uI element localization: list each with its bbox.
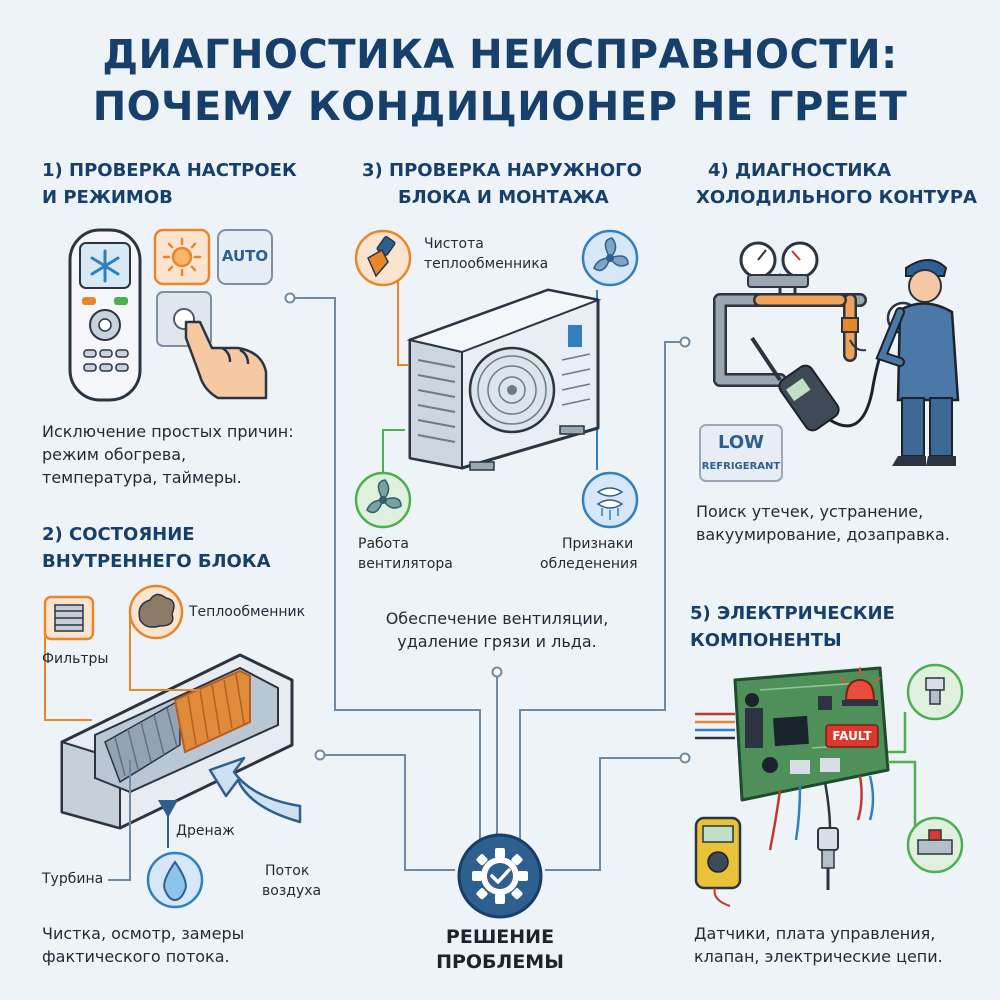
- label-clean-line2: теплообменника: [424, 256, 549, 272]
- section2-desc-line1: Чистка, осмотр, замеры: [42, 924, 245, 943]
- connector-dot: [679, 336, 691, 348]
- label-fan-line1: Работа: [358, 536, 409, 552]
- pointer-turbine: [108, 760, 131, 881]
- connector-dot: [284, 292, 296, 304]
- section3-desc-line1: Обеспечение вентиляции,: [385, 609, 609, 628]
- sun-icon: [162, 237, 202, 277]
- filter-icon: [43, 595, 95, 641]
- fault-badge: [825, 724, 879, 748]
- multimeter: [694, 816, 742, 907]
- section1-heading-line1: 1) ПРОВЕРКА НАСТРОЕК: [42, 160, 297, 181]
- label-ice-line2: обледенения: [540, 556, 638, 572]
- label-exchanger: Теплообменник: [189, 604, 306, 620]
- section3-heading-line1: 3) ПРОВЕРКА НАРУЖНОГО: [362, 160, 642, 181]
- section1-desc-line1: Исключение простых причин:: [42, 422, 294, 441]
- section4-desc-line2: вакуумирование, дозаправка.: [696, 525, 950, 544]
- sun-button: [153, 228, 211, 286]
- section2-desc-line2: фактического потока.: [42, 947, 230, 966]
- section5-heading-line2: КОМПОНЕНТЫ: [690, 630, 842, 651]
- fan-icon-top: [581, 229, 639, 287]
- gear-check-icon: [457, 833, 543, 919]
- remote-control: [68, 228, 142, 402]
- connector-dot: [679, 752, 691, 764]
- center-label-line1: РЕШЕНИЕ: [445, 926, 555, 948]
- brush-icon: [354, 229, 412, 287]
- technician-figure: [875, 259, 960, 466]
- sensor-icon: [817, 827, 839, 890]
- section4-desc-line1: Поиск утечек, устранение,: [696, 502, 924, 521]
- low-refrigerant-sign-frame: [699, 424, 783, 482]
- fan-icon-work: [354, 471, 412, 529]
- valve-icon: [906, 816, 964, 874]
- section5-desc-line2: клапан, электрические цепи.: [694, 947, 943, 966]
- section1-desc-line2: режим обогрева,: [42, 445, 187, 464]
- section5-heading-line1: 5) ЭЛЕКТРИЧЕСКИЕ: [690, 603, 895, 624]
- label-drain: Дренаж: [176, 823, 235, 839]
- label-filters: Фильтры: [42, 651, 109, 667]
- section3-desc-line2: удаление грязи и льда.: [397, 632, 597, 651]
- gauge-icon: [739, 241, 819, 288]
- label-airflow-line2: воздуха: [262, 883, 322, 899]
- section4-heading-line2: ХОЛОДИЛЬНОГО КОНТУРА: [696, 187, 977, 208]
- water-drop-icon: [146, 851, 204, 909]
- connector-dot: [314, 749, 326, 761]
- connector-clean-exchanger: [383, 274, 408, 366]
- label-fan-line2: вентилятора: [358, 556, 453, 572]
- pointer-exchanger: [129, 612, 200, 691]
- wires: [695, 712, 917, 851]
- hand-pointer-icon: [184, 320, 268, 400]
- snowflake-icon: [90, 249, 120, 283]
- alarm-light-icon: [839, 667, 881, 706]
- dirt-icon: [128, 584, 184, 640]
- section1-desc-line3: температура, таймеры.: [42, 468, 242, 487]
- page-title-line2: ПОЧЕМУ КОНДИЦИОНЕР НЕ ГРЕЕТ: [92, 84, 908, 130]
- section3-heading-line2: БЛОКА И МОНТАЖА: [398, 187, 609, 208]
- label-clean-line1: Чистота: [424, 236, 484, 252]
- fault-label: FAULT: [832, 729, 872, 743]
- section2-heading-line1: 2) СОСТОЯНИЕ: [42, 524, 195, 545]
- pointer-filters: [44, 621, 92, 721]
- section2-heading-line2: ВНУТРЕННЕГО БЛОКА: [42, 551, 271, 572]
- sensor-circle-top: [906, 663, 964, 721]
- low-refrigerant-sign-line1: LOW: [718, 432, 764, 453]
- low-refrigerant-sign-line2: REFRIGERANT: [701, 461, 781, 472]
- indoor-unit: [60, 653, 294, 830]
- auto-button-frame: [217, 229, 273, 285]
- auto-button: AUTO: [221, 247, 269, 265]
- chip: [773, 715, 809, 747]
- section4-heading-line1: 4) ДИАГНОСТИКА: [708, 160, 892, 181]
- connector-settings: [290, 297, 481, 850]
- ice-icon: [581, 471, 639, 529]
- connector-refrigerant: [519, 341, 685, 850]
- connector-indoor: [320, 754, 455, 871]
- connector-fan-work: [382, 429, 405, 490]
- outdoor-unit: [406, 288, 602, 471]
- label-turbine: Турбина: [42, 871, 104, 887]
- refrigerant-circuit: [713, 273, 867, 387]
- section5-desc-line1: Датчики, плата управления,: [694, 924, 936, 943]
- airflow-arrow: [208, 756, 302, 824]
- label-ice-line1: Признаки: [562, 536, 634, 552]
- valve-icon-pipe: [841, 317, 867, 352]
- center-label-line2: ПРОБЛЕМЫ: [436, 951, 564, 973]
- connector-electrical: [545, 757, 685, 871]
- label-airflow-line1: Поток: [265, 863, 310, 879]
- page-title-line1: ДИАГНОСТИКА НЕИСПРАВНОСТИ:: [102, 32, 898, 78]
- connector-dot: [491, 666, 503, 678]
- section1-heading-line2: И РЕЖИМОВ: [42, 187, 173, 208]
